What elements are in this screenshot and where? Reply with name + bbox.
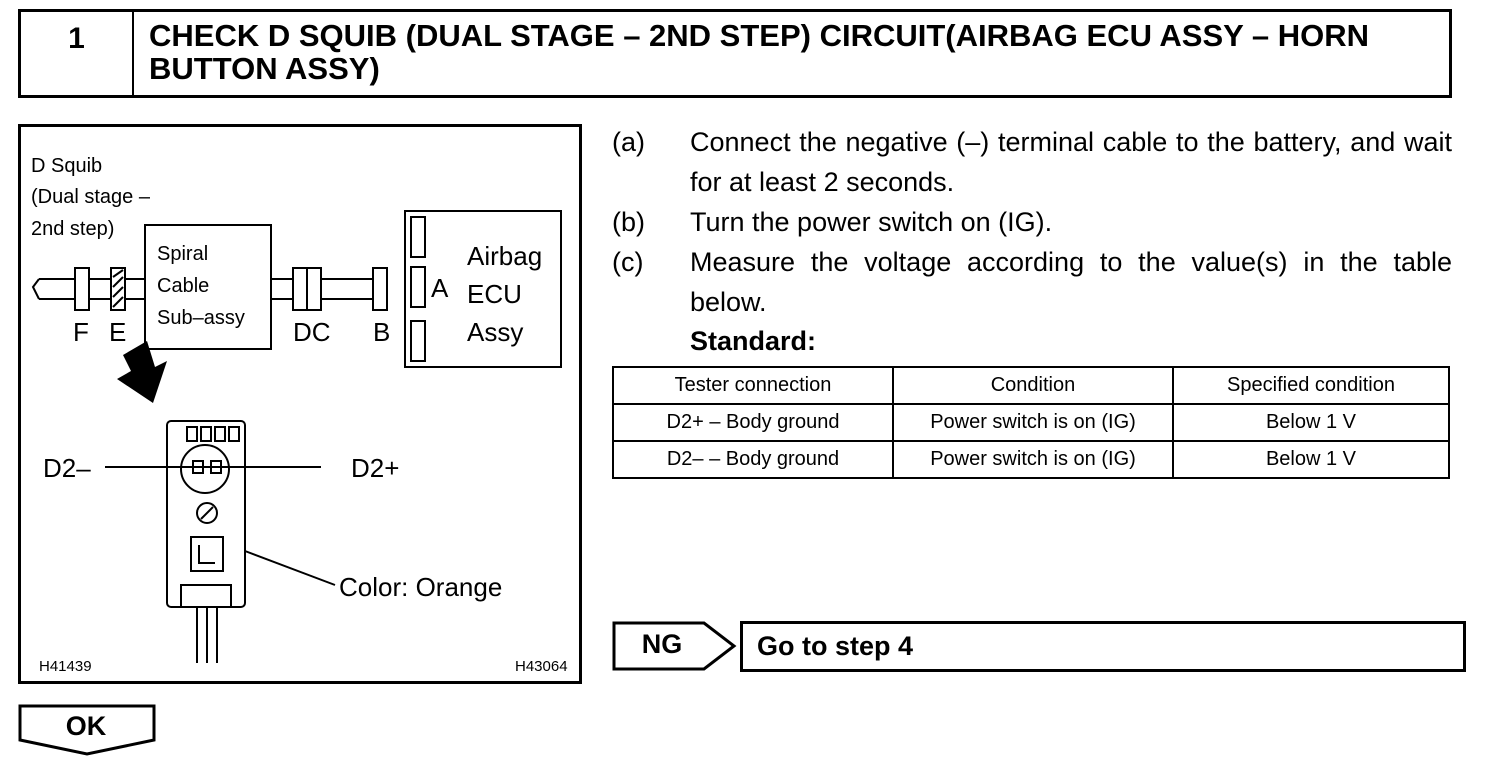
connector-f: [74, 267, 90, 311]
airbag-label-line2: ECU: [467, 279, 522, 309]
step-a: (a) Connect the negative (–) terminal ca…: [612, 122, 1452, 202]
figure-code-left: H41439: [39, 658, 92, 675]
step-letter: (a): [612, 127, 645, 157]
connector-e: [110, 267, 126, 311]
table-row: D2– – Body ground Power switch is on (IG…: [612, 440, 1450, 479]
spec-table: Tester connection Condition Specified co…: [612, 366, 1450, 479]
airbag-ecu-box: [404, 210, 562, 368]
step-b: (b) Turn the power switch on (IG).: [612, 202, 1452, 242]
step-text: Connect the negative (–) terminal cable …: [690, 127, 1452, 197]
spiral-label-line2: Cable: [157, 275, 210, 297]
airbag-label-line3: Assy: [467, 317, 524, 347]
table-cell: Below 1 V: [1172, 440, 1450, 479]
step-text: Measure the voltage according to the val…: [690, 247, 1452, 317]
table-cell: Power switch is on (IG): [892, 403, 1174, 442]
connector-b-label: B: [373, 317, 391, 347]
ok-down-arrow-icon: [18, 704, 156, 756]
table-cell: Below 1 V: [1172, 403, 1450, 442]
table-cell: Power switch is on (IG): [892, 440, 1174, 479]
d2-minus-label: D2–: [43, 453, 97, 484]
standard-label: Standard:: [690, 326, 817, 356]
step-header: 1 CHECK D SQUIB (DUAL STAGE – 2ND STEP) …: [18, 9, 1452, 98]
ng-arrow-icon: [612, 621, 737, 671]
squib-label-line3: 2nd step): [31, 218, 115, 240]
ok-label: OK: [65, 711, 107, 741]
step-c: (c) Measure the voltage according to the…: [612, 242, 1452, 322]
connector-a-label: A: [431, 273, 449, 303]
connector-b: [372, 267, 388, 311]
table-header-row: Tester connection Condition Specified co…: [612, 366, 1450, 405]
d2-plus-label: D2+: [351, 453, 400, 483]
connector-f-label: F: [73, 317, 89, 347]
step-text: Turn the power switch on (IG).: [690, 207, 1053, 237]
connector-dc: [292, 267, 308, 311]
ng-action: Go to step 4: [740, 621, 1466, 672]
connector-dc-label: DC: [293, 317, 331, 347]
down-arrow-icon: [117, 341, 167, 403]
squib-label-line1: D Squib: [31, 155, 103, 177]
color-note: Color: Orange: [339, 572, 503, 602]
table-cell: D2– – Body ground: [612, 440, 894, 479]
table-cell: D2+ – Body ground: [612, 403, 894, 442]
step-letter: (c): [612, 247, 644, 277]
step-number: 1: [21, 12, 134, 95]
step-title: CHECK D SQUIB (DUAL STAGE – 2ND STEP) CI…: [149, 18, 1370, 86]
squib-label-line2: (Dual stage –: [31, 186, 150, 208]
airbag-label-line1: Airbag: [467, 241, 543, 271]
spiral-cable-box: [144, 224, 272, 350]
table-header: Condition: [892, 366, 1174, 405]
table-row: D2+ – Body ground Power switch is on (IG…: [612, 403, 1450, 442]
figure-code-right: H43064: [515, 658, 568, 675]
circuit-diagram: [31, 210, 562, 663]
table-header: Specified condition: [1172, 366, 1450, 405]
table-header: Tester connection: [612, 366, 894, 405]
procedure-steps: (a) Connect the negative (–) terminal ca…: [612, 122, 1452, 360]
spiral-label-line1: Spiral: [157, 243, 209, 265]
ng-label: NG: [641, 629, 683, 659]
spiral-label-line3: Sub–assy: [157, 307, 245, 329]
connector-e-label: E: [109, 317, 127, 347]
circuit-figure: D Squib (Dual stage – 2nd step) Spiral C…: [18, 124, 582, 684]
step-letter: (b): [612, 207, 645, 237]
